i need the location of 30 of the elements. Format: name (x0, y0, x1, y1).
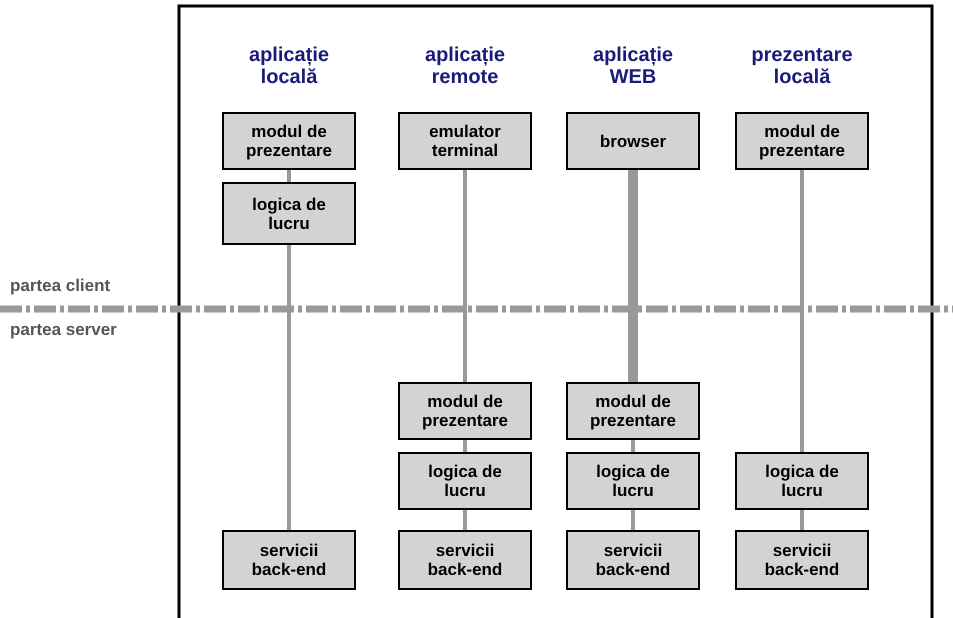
connector-line (463, 170, 467, 382)
connector-line (287, 245, 291, 530)
column-heading: aplicație remote (424, 44, 506, 88)
column-heading: prezentare locală (750, 44, 854, 88)
module-box: browser (566, 112, 700, 170)
module-box: modul de prezentare (222, 112, 356, 170)
module-box: logica de lucru (735, 452, 869, 510)
connector-line (463, 440, 467, 452)
column-heading: aplicație WEB (592, 44, 674, 88)
connector-line (463, 510, 467, 530)
connector-line (631, 510, 635, 530)
module-box: servicii back-end (566, 530, 700, 590)
module-box: logica de lucru (566, 452, 700, 510)
module-box: servicii back-end (398, 530, 532, 590)
column-heading: aplicație locală (248, 44, 330, 88)
module-box: modul de prezentare (398, 382, 532, 440)
module-box: logica de lucru (398, 452, 532, 510)
connector-line (628, 170, 638, 382)
connector-line (800, 170, 804, 452)
side-label: partea server (10, 320, 117, 340)
side-label: partea client (10, 276, 110, 296)
module-box: servicii back-end (735, 530, 869, 590)
module-box: modul de prezentare (735, 112, 869, 170)
module-box: servicii back-end (222, 530, 356, 590)
module-box: logica de lucru (222, 182, 356, 245)
module-box: emulator terminal (398, 112, 532, 170)
module-box: modul de prezentare (566, 382, 700, 440)
connector-line (631, 440, 635, 452)
connector-line (287, 170, 291, 182)
connector-line (800, 510, 804, 530)
